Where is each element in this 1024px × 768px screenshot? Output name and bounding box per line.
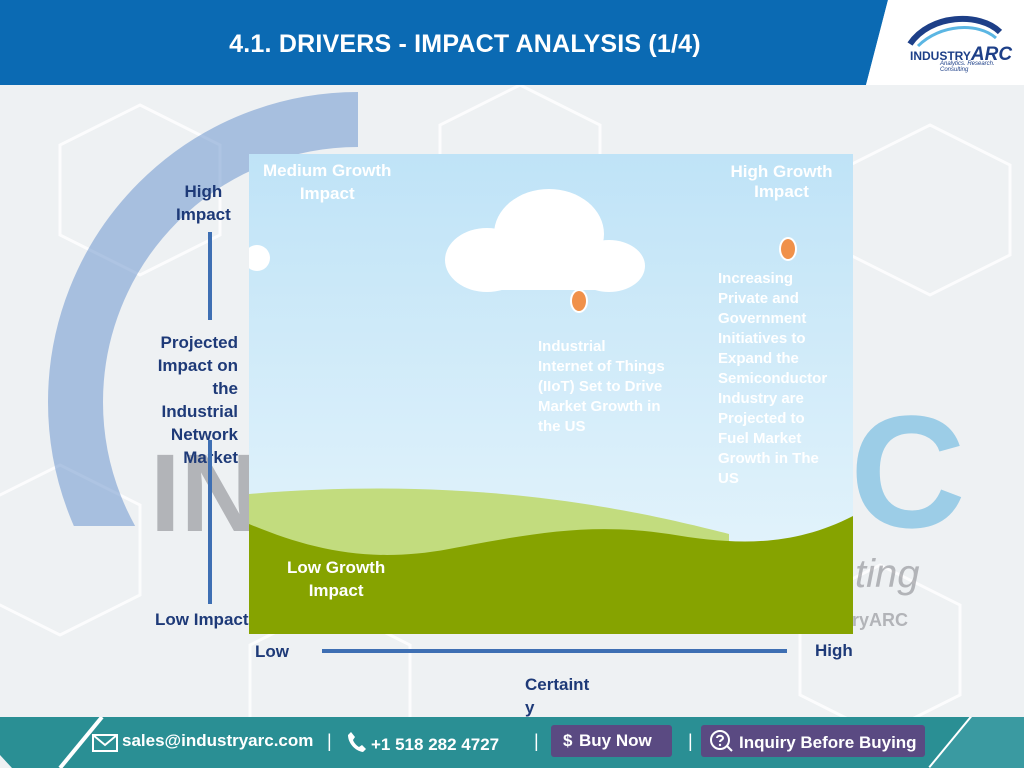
driver-1-label: Industrial Internet of Things (IIoT) Set… (538, 338, 665, 435)
quadrant-low-growth: Low Growth Impact (287, 558, 386, 600)
driver-2-marker[interactable] (779, 237, 797, 261)
envelope-icon (92, 734, 118, 752)
footer-separator: | (688, 731, 693, 751)
logo-tagline: Analytics. Research. Consulting (940, 61, 995, 73)
inquiry-label: Inquiry Before Buying (739, 733, 917, 752)
inquiry-button[interactable]: Inquiry Before Buying (701, 725, 925, 757)
y-axis-bottom-label: Low Impact (155, 610, 249, 629)
x-axis-line (322, 649, 787, 653)
phone-text: +1 518 282 4727 (371, 735, 500, 754)
phone-icon (348, 732, 366, 752)
driver-2-label: Increasing Private and Government Initia… (718, 270, 828, 487)
x-axis-low-label: Low (255, 642, 289, 661)
header: 4.1. DRIVERS - IMPACT ANALYSIS (1/4) IND… (0, 0, 1024, 85)
y-axis-line-bottom (208, 440, 212, 604)
impact-matrix-background (249, 154, 853, 634)
watermark-right: C (850, 382, 966, 561)
footer-separator: | (327, 731, 332, 751)
footer-bar: sales@industryarc.com | +1 518 282 4727 … (0, 717, 1024, 768)
buy-now-label: Buy Now (579, 731, 652, 750)
industryarc-logo[interactable]: INDUSTRYARC Analytics. Research. Consult… (900, 14, 1018, 73)
logo-text: INDUSTRYARC (910, 44, 1013, 65)
watermark-left: IN (150, 432, 260, 555)
watermark-tagline: ting (855, 552, 920, 596)
y-axis-line-top (208, 232, 212, 320)
quadrant-medium-growth: Medium Growth Impact (263, 161, 392, 203)
impact-matrix: Medium Growth Impact High Growth Impact … (249, 154, 853, 634)
logo-swoosh-icon (907, 15, 1003, 48)
question-chat-icon (710, 730, 733, 752)
footer-separator: | (534, 731, 539, 751)
driver-1-marker[interactable] (570, 289, 588, 313)
dollar-icon: $ (563, 731, 573, 750)
x-axis-title: Certaint y (525, 675, 590, 717)
x-axis-high-label: High (815, 641, 853, 660)
y-axis-top-label: High Impact (176, 182, 231, 224)
buy-now-button[interactable]: $ Buy Now (551, 725, 672, 757)
email-text: sales@industryarc.com (122, 731, 314, 750)
quadrant-high-growth: High Growth Impact (730, 162, 833, 201)
page-title: 4.1. DRIVERS - IMPACT ANALYSIS (1/4) (229, 30, 701, 58)
watermark-name: ryARC (852, 610, 909, 630)
y-axis-title: Projected Impact on the Industrial Netwo… (157, 333, 238, 467)
